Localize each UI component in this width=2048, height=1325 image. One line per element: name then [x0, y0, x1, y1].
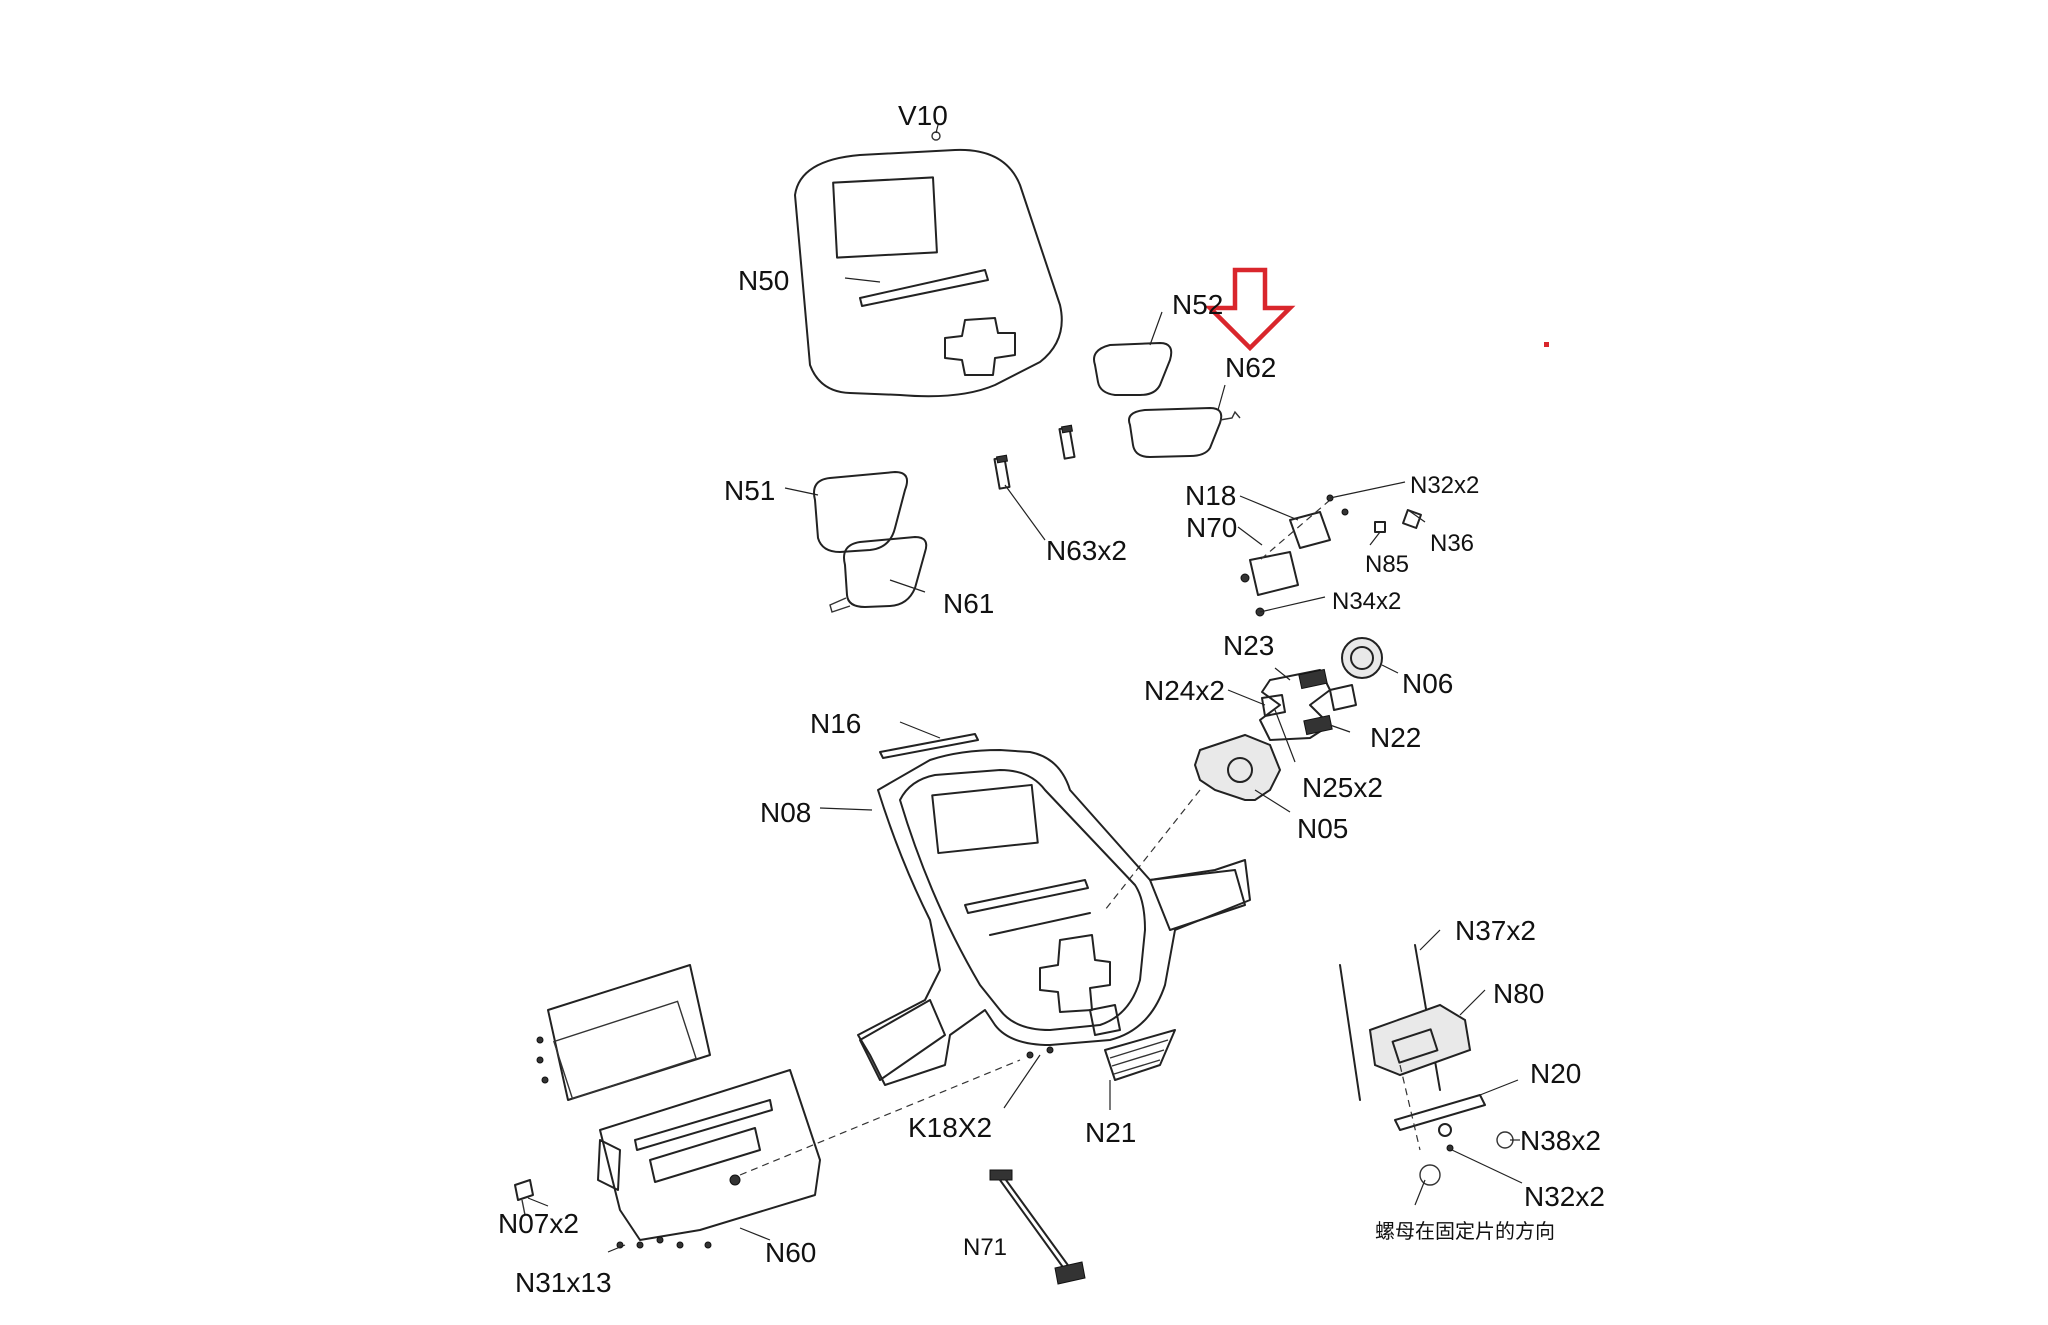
part-n62-keypad — [1128, 407, 1241, 458]
label-n37: N37x2 — [1455, 915, 1536, 946]
label-n25: N25x2 — [1302, 772, 1383, 803]
part-n08-console — [857, 749, 1251, 1086]
label-n32-top: N32x2 — [1410, 472, 1479, 499]
label-n80: N80 — [1493, 978, 1544, 1009]
label-n52: N52 — [1172, 289, 1223, 320]
label-n61: N61 — [943, 588, 994, 619]
part-n80-n20-bracket — [1339, 944, 1514, 1186]
part-n52-overlay — [1093, 342, 1173, 396]
label-n22: N22 — [1370, 722, 1421, 753]
part-n06-knob — [1341, 637, 1383, 679]
part-k18-screws — [1026, 1046, 1054, 1059]
label-n36: N36 — [1430, 530, 1474, 557]
part-n31-screws — [536, 1036, 712, 1249]
part-v10-pin — [931, 131, 941, 141]
part-n21-grill — [1104, 1029, 1176, 1081]
part-n60-board — [547, 964, 1021, 1241]
label-n51: N51 — [724, 475, 775, 506]
label-n16: N16 — [810, 708, 861, 739]
part-n07-screw — [514, 1179, 534, 1216]
leader-lines — [527, 124, 1523, 1253]
part-labels: V10 N50 N52 N62 N51 N63x2 N61 N18 N70 N3… — [498, 100, 1605, 1298]
label-n20: N20 — [1530, 1058, 1581, 1089]
note-nut-orientation: 螺母在固定片的方向 — [1375, 1219, 1555, 1243]
label-n34: N34x2 — [1332, 588, 1401, 615]
part-n05-dpad — [1104, 733, 1282, 911]
label-n60: N60 — [765, 1237, 816, 1268]
label-n21: N21 — [1085, 1117, 1136, 1148]
label-n32-bottom: N32x2 — [1524, 1181, 1605, 1212]
red-dot — [1544, 342, 1549, 347]
label-n63: N63x2 — [1046, 535, 1127, 566]
label-k18: K18X2 — [908, 1112, 992, 1143]
label-n70: N70 — [1186, 512, 1237, 543]
highlight-arrow-icon — [1204, 267, 1296, 352]
part-n51-overlay — [813, 471, 908, 553]
label-v10: V10 — [898, 100, 948, 131]
label-n38: N38x2 — [1520, 1125, 1601, 1156]
label-n85: N85 — [1365, 551, 1409, 578]
label-n23: N23 — [1223, 630, 1274, 661]
part-n50-overlay — [794, 148, 1063, 398]
label-n31: N31x13 — [515, 1267, 612, 1298]
part-n63-connectors — [993, 424, 1076, 490]
part-n16-strip — [879, 733, 979, 759]
label-n18: N18 — [1185, 480, 1236, 511]
part-n23-n22-keys — [1259, 668, 1357, 741]
label-n07: N07x2 — [498, 1208, 579, 1239]
label-n71: N71 — [963, 1234, 1007, 1261]
part-n71-cable — [989, 1169, 1086, 1285]
label-n08: N08 — [760, 797, 811, 828]
label-n05: N05 — [1297, 813, 1348, 844]
label-n50: N50 — [738, 265, 789, 296]
label-n06: N06 — [1402, 668, 1453, 699]
label-n24: N24x2 — [1144, 675, 1225, 706]
label-n62: N62 — [1225, 352, 1276, 383]
